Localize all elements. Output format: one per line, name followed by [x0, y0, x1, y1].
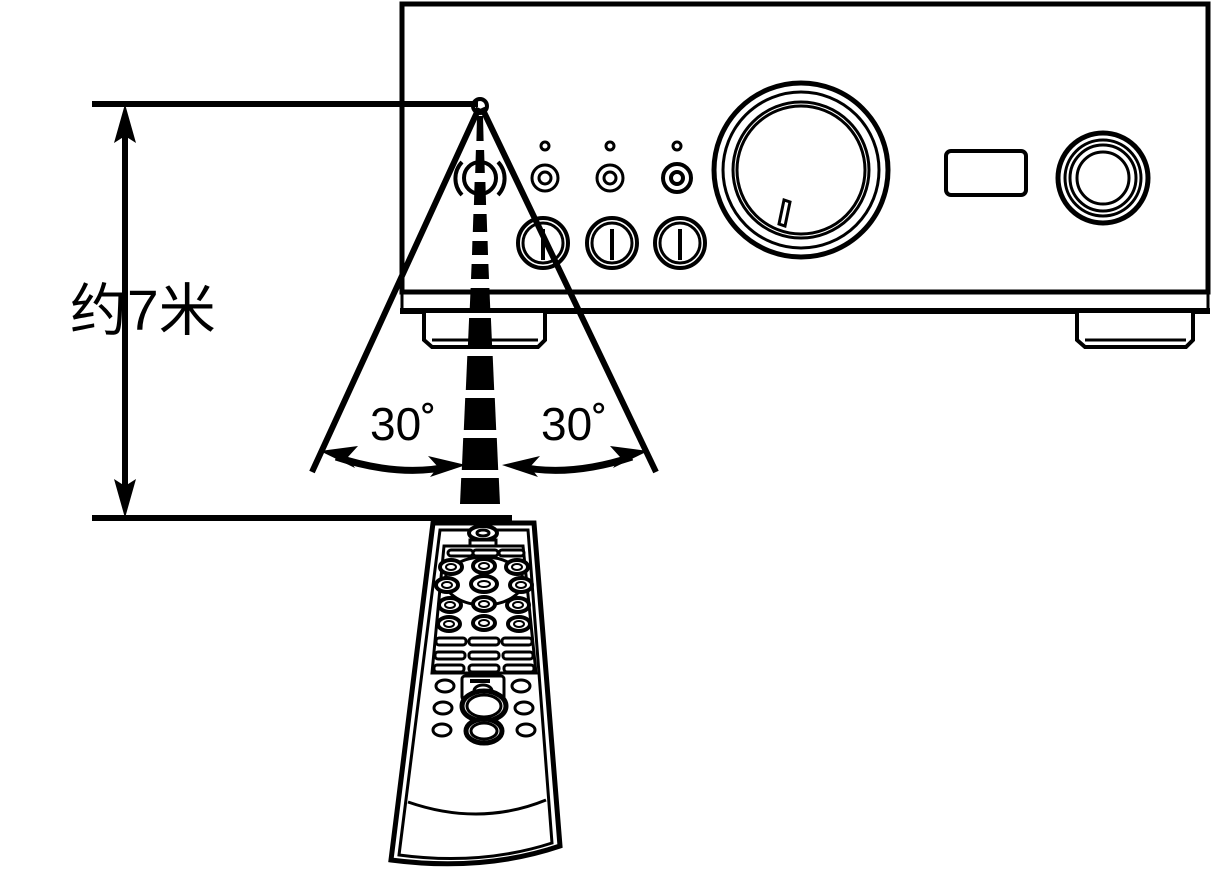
round-button	[471, 557, 497, 575]
round-button	[438, 558, 464, 576]
amplifier-foot-right	[1075, 309, 1195, 349]
rotary-knobs	[516, 216, 707, 270]
angle-label-left: 30˚	[370, 398, 436, 450]
angle-label-right: 30˚	[541, 398, 607, 450]
remote-small-buttons	[431, 678, 537, 738]
small-button	[434, 678, 456, 694]
beam-segment	[465, 356, 495, 390]
jack-1	[530, 163, 560, 193]
angle-arrowhead-left-outer	[320, 446, 358, 468]
small-button	[510, 678, 532, 694]
bar-button	[434, 636, 468, 647]
bar-button	[433, 650, 467, 661]
rotary-knob-1	[516, 216, 570, 270]
round-button	[508, 576, 534, 594]
large-button-1	[459, 688, 509, 724]
beam-segment	[476, 116, 484, 141]
round-button	[436, 615, 462, 633]
bar-button	[446, 548, 475, 558]
small-button	[515, 722, 537, 738]
amplifier-unit	[399, 1, 1211, 349]
beam-segment	[469, 288, 491, 310]
small-button	[432, 700, 454, 716]
rotary-knob-2	[585, 216, 639, 270]
beam-segment	[463, 398, 497, 430]
remote-body-inner	[397, 528, 554, 861]
small-jacks	[530, 162, 693, 194]
round-button	[506, 615, 532, 633]
remote-bottom-bar-buttons	[432, 636, 536, 674]
round-button-center	[469, 574, 499, 594]
bar-button	[467, 636, 501, 647]
angle-arrow-right	[502, 446, 648, 477]
bar-button	[502, 663, 536, 674]
dimension-arrowhead-down	[114, 479, 136, 518]
indicator-leds	[539, 140, 683, 152]
round-button	[437, 596, 463, 614]
beam-segment	[460, 478, 500, 504]
beam-segment	[472, 241, 488, 255]
angle-indicators	[320, 446, 648, 477]
infrared-signal-beam	[460, 116, 500, 504]
round-button	[471, 595, 497, 613]
small-button	[513, 700, 535, 716]
beam-segment	[471, 264, 489, 279]
remote-round-buttons	[434, 557, 534, 633]
bar-button	[500, 636, 534, 647]
bar-button	[432, 663, 466, 674]
cone-edge-left	[309, 106, 482, 474]
beam-segment	[473, 182, 487, 205]
beam-segment	[461, 438, 499, 470]
beam-segment	[467, 318, 493, 348]
bar-button	[501, 650, 535, 661]
bar-button	[471, 548, 500, 558]
angle-arrowhead-right-outer	[610, 446, 648, 468]
angle-arrow-left	[320, 446, 466, 477]
coverage-cone	[309, 106, 659, 474]
dimension-arrowhead-up	[114, 104, 136, 143]
angle-arrowhead-right-inner	[502, 456, 540, 477]
display-window	[944, 149, 1028, 197]
rotary-knob-3	[653, 216, 707, 270]
distance-label: 约7米	[70, 279, 216, 343]
angle-arrowhead-left-inner	[428, 456, 466, 477]
cone-edge-right	[479, 106, 659, 474]
ir-transmitter-led	[467, 524, 499, 549]
selector-knob	[1055, 130, 1151, 226]
bar-button	[467, 663, 501, 674]
jack-2	[595, 163, 625, 193]
remote-bottom-band	[407, 798, 547, 816]
small-button	[431, 722, 453, 738]
round-button	[505, 596, 531, 614]
bar-button	[497, 548, 526, 558]
volume-pointer	[777, 198, 792, 228]
large-button-2	[463, 716, 505, 746]
round-button	[471, 614, 497, 632]
beam-segment	[472, 214, 488, 232]
amplifier-base-sides	[400, 292, 1210, 311]
beam-segment	[475, 150, 485, 173]
round-button	[504, 558, 530, 576]
distance-dimension	[92, 101, 512, 521]
ir-remote-control	[388, 520, 563, 867]
remote-top-bar-buttons	[446, 548, 526, 558]
jack-3	[661, 162, 693, 194]
volume-dial	[711, 80, 891, 260]
round-button	[434, 576, 460, 594]
bar-button	[467, 650, 501, 661]
boxed-button-indicator	[470, 679, 490, 683]
remote-large-buttons	[459, 688, 509, 746]
